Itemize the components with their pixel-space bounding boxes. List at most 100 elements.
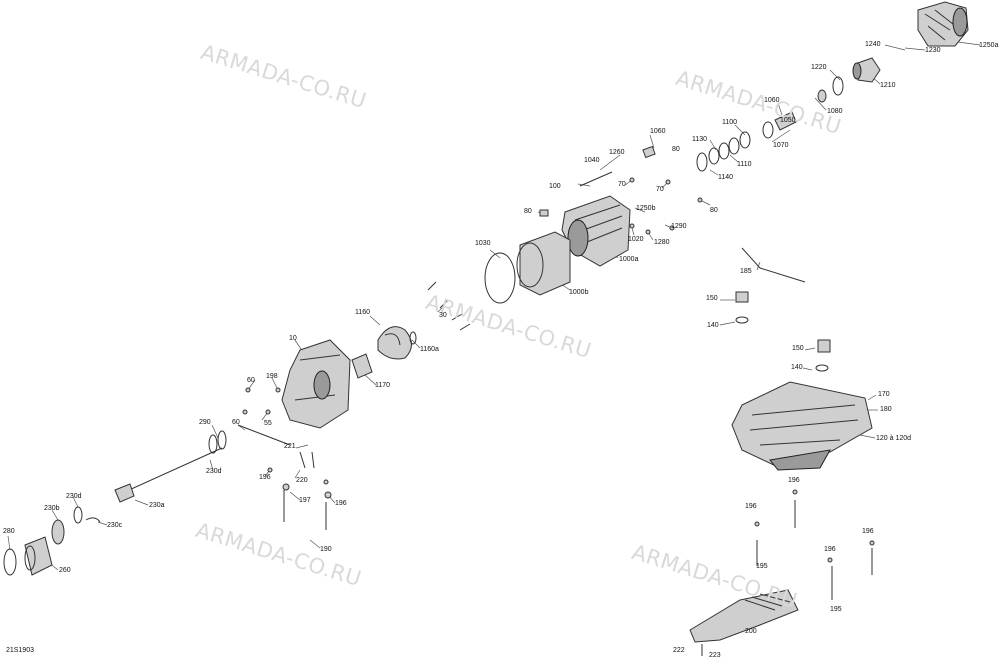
callout-198: 198: [266, 373, 278, 380]
callout-280: 280: [3, 528, 15, 535]
screw-1040: [579, 171, 613, 187]
callout-196b: 196: [335, 500, 347, 507]
wear-ring-1000b: [516, 231, 571, 296]
callout-230a: 230a: [149, 502, 165, 509]
callout-1260: 1260: [609, 149, 625, 156]
callout-196d: 196: [745, 503, 757, 510]
callout-196e: 196: [862, 528, 874, 535]
ring-230d-left: [73, 506, 83, 524]
grease-fitting-1060: [642, 145, 656, 159]
callout-220: 220: [296, 477, 308, 484]
callout-221: 221: [284, 443, 296, 450]
ring-280: [3, 548, 17, 576]
nozzle-cone-part: [852, 57, 881, 83]
callout-1020: 1020: [628, 236, 644, 243]
callout-1000b: 1000b: [569, 289, 589, 296]
pump-support-10: [281, 339, 351, 429]
callout-1210: 1210: [880, 82, 896, 89]
drain-plug-150-upper: [735, 291, 749, 324]
callout-80b: 80: [524, 208, 532, 215]
callout-230b: 230b: [44, 505, 60, 512]
callout-1140: 1140: [718, 174, 734, 181]
ride-plate-bolts: [754, 489, 875, 600]
venturi-nozzle-part: [917, 1, 969, 47]
callout-1220: 1220: [811, 64, 827, 71]
callout-1250a: 1250a: [979, 42, 999, 49]
seal-stack-1100: [696, 131, 751, 172]
callout-1050: 1050: [780, 117, 796, 124]
callout-10: 10: [289, 335, 297, 342]
callout-1280: 1280: [654, 239, 670, 246]
callout-60b: 60: [232, 419, 240, 426]
callout-70b: 70: [656, 186, 664, 193]
callout-1160: 1160: [355, 309, 371, 316]
bolts-30: [427, 281, 471, 331]
callout-1000a: 1000a: [619, 256, 639, 263]
callout-230e: 230d: [66, 493, 82, 500]
washer-1160a: [409, 331, 417, 345]
impeller-1160: [377, 326, 412, 360]
bearing-shaft-1050: [762, 111, 797, 139]
callout-170: 170: [878, 391, 890, 398]
callout-197: 197: [299, 497, 311, 504]
callout-230d: 230d: [206, 468, 222, 475]
callout-140a: 140: [707, 322, 719, 329]
o-ring-1220: [832, 76, 844, 96]
reference-code: 21S1903: [6, 647, 35, 654]
callout-140b: 140: [791, 364, 803, 371]
callout-290: 290: [199, 419, 211, 426]
callout-1070: 1070: [773, 142, 789, 149]
callout-120: 120 à 120d: [876, 435, 912, 442]
callout-200: 200: [745, 628, 757, 635]
boot-230d: [208, 434, 218, 454]
callout-196a: 196: [259, 474, 271, 481]
bushing-1170: [351, 353, 373, 379]
callout-60a: 60: [247, 377, 255, 384]
callout-185: 185: [740, 268, 752, 275]
callout-1250b: 1250b: [636, 205, 656, 212]
callout-55: 55: [264, 420, 272, 427]
callout-1240: 1240: [865, 41, 881, 48]
callout-1160a: 1160a: [420, 346, 439, 353]
callout-195a: 195: [756, 563, 768, 570]
callout-1080: 1080: [827, 108, 843, 115]
collar-230b: [51, 519, 65, 545]
callout-196f: 196: [824, 546, 836, 553]
callout-80c: 80: [710, 207, 718, 214]
callout-222: 222: [673, 647, 685, 654]
callout-1060a: 1060: [764, 97, 780, 104]
callout-1130: 1130: [692, 136, 708, 143]
callout-1290: 1290: [671, 223, 687, 230]
rod-185: [741, 247, 806, 283]
callout-1110: 1110: [737, 161, 752, 168]
drive-shaft-230a: [114, 447, 223, 503]
callout-260: 260: [59, 567, 71, 574]
callout-30: 30: [439, 312, 447, 319]
ride-plate-120: [731, 381, 873, 471]
callout-196c: 196: [788, 477, 800, 484]
callout-1100: 1100: [722, 119, 738, 126]
drain-plug-150-lower: [815, 339, 831, 372]
callout-223: 223: [709, 652, 721, 659]
impeller-housing-1000a: [561, 195, 631, 267]
callout-1170: 1170: [375, 382, 391, 389]
clamp-230c: [85, 517, 101, 523]
callout-80a: 80: [672, 146, 680, 153]
boot-260: [24, 536, 53, 576]
callout-100: 100: [549, 183, 561, 190]
callout-180: 180: [880, 406, 892, 413]
callout-230c: 230c: [107, 522, 123, 529]
callout-190: 190: [320, 546, 332, 553]
callout-195b: 195: [830, 606, 842, 613]
callout-70a: 70: [618, 181, 626, 188]
callout-1030: 1030: [475, 240, 491, 247]
callout-1230: 1230: [925, 47, 941, 54]
small-bolts: [539, 177, 703, 235]
callout-1060b: 1060: [650, 128, 666, 135]
callout-150b: 150: [792, 345, 804, 352]
callout-150a: 150: [706, 295, 718, 302]
ring-1030: [484, 252, 516, 304]
support-bolts: [237, 387, 332, 530]
